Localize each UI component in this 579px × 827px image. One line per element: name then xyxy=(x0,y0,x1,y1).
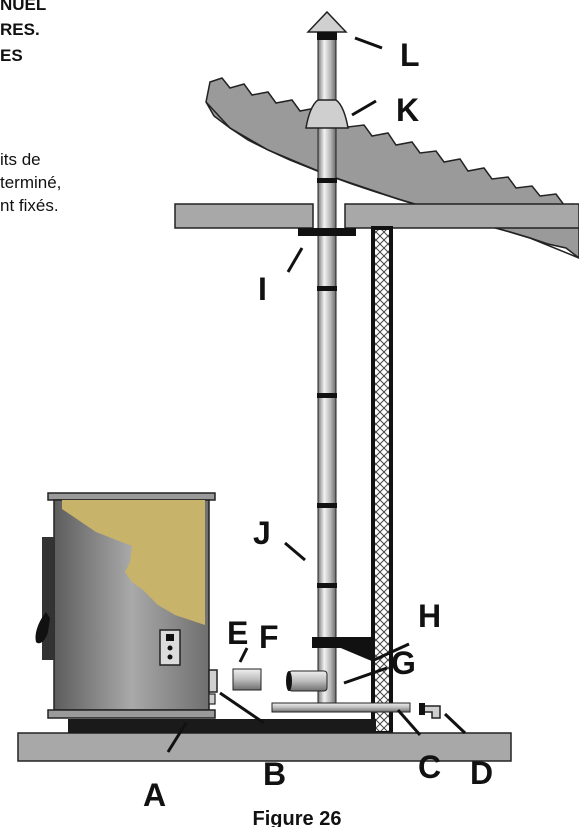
figure-caption: Figure 26 xyxy=(253,808,342,827)
door-handle xyxy=(35,612,50,644)
elbow-collar xyxy=(419,703,425,715)
chimney-cap xyxy=(306,10,348,33)
ceiling-left xyxy=(174,203,314,229)
roof-flashing xyxy=(305,99,349,129)
label-C: C xyxy=(418,749,441,785)
heading-line-2: RES. xyxy=(0,20,40,39)
label-K: K xyxy=(396,92,419,128)
wall-bracket-arm xyxy=(336,646,374,662)
control-knob-2 xyxy=(167,654,173,660)
stove-base xyxy=(47,709,216,719)
label-J: I xyxy=(258,271,267,307)
label-G: G xyxy=(391,645,416,681)
label-A: A xyxy=(143,777,166,813)
tee-cap xyxy=(286,671,292,691)
heading-line-1: NUEL xyxy=(0,0,47,14)
heading-line-3: ES xyxy=(0,46,23,65)
chimney-cap-band xyxy=(317,32,337,40)
wall-bracket xyxy=(312,637,374,648)
label-D: D xyxy=(470,755,493,791)
control-switch xyxy=(166,634,174,641)
floor-protector xyxy=(68,719,376,733)
paragraph-line-1: its de xyxy=(0,150,41,169)
horizontal-base-pipe xyxy=(271,702,411,713)
stove-exhaust-outlet xyxy=(208,669,218,693)
label-I: J xyxy=(253,515,271,551)
ceiling-support xyxy=(298,228,356,236)
label-F: F xyxy=(259,619,279,655)
stove-door-left xyxy=(42,537,54,660)
ceiling-right xyxy=(344,203,579,229)
label-L: L xyxy=(400,37,420,73)
floor xyxy=(17,732,512,762)
control-knob-1 xyxy=(167,645,173,651)
leader-lines xyxy=(166,36,467,753)
adapter xyxy=(232,668,262,691)
tee-horizontal xyxy=(288,670,328,692)
hopper-yellow xyxy=(62,500,205,625)
stove-top xyxy=(47,492,216,501)
label-H: H xyxy=(418,598,441,634)
paragraph-line-2: terminé, xyxy=(0,173,62,192)
pipe-joints xyxy=(317,178,337,588)
chimney-pipe xyxy=(317,37,337,707)
label-E: E xyxy=(227,615,248,651)
label-B: B xyxy=(263,756,286,792)
paragraph-line-3: nt fixés. xyxy=(0,196,59,215)
roof-edge-line xyxy=(205,101,579,259)
stove-fresh-air-outlet xyxy=(208,693,216,705)
